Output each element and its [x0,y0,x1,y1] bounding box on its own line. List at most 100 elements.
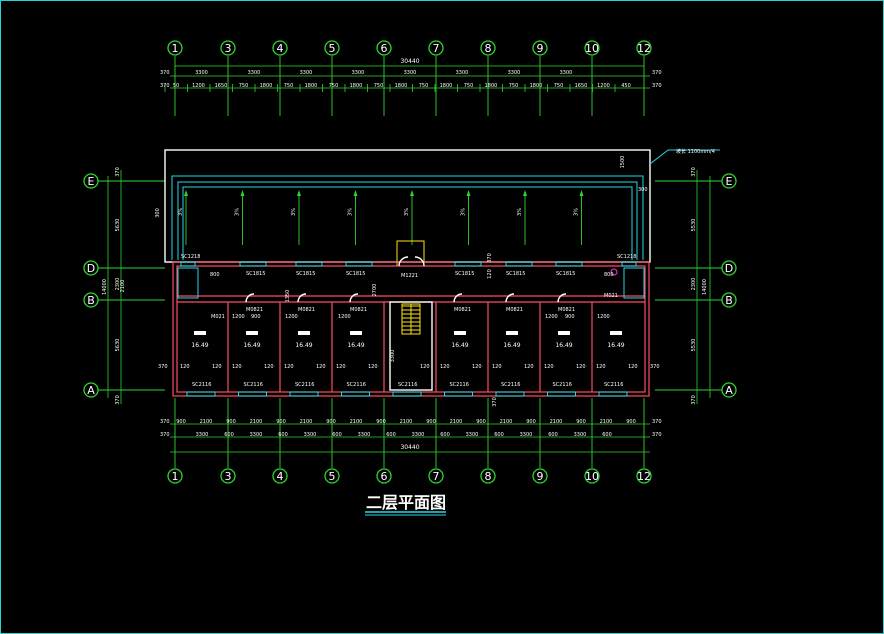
room-area: 16.49 [451,342,468,349]
label-window-top: SC1815 [296,271,315,277]
dim-top-row2: 1200 [192,83,205,89]
note-leader [649,149,669,165]
dim-top-row2: 1800 [305,83,318,89]
label-120-right: 120 [368,364,378,370]
window-bottom [341,391,370,397]
room-area: 16.49 [503,342,520,349]
label-120-right: 120 [628,364,638,370]
label-window-bottom: SC2116 [347,382,366,388]
axis-label-top-10: 10 [585,42,599,55]
dim-top-row2: 1800 [485,83,498,89]
dim-bottom-row2: 600 [386,432,396,438]
door-swing [245,293,255,303]
dim-left-seg: 5630 [115,219,121,232]
axis-label-bottom-7: 7 [433,470,440,483]
axis-label-bottom-8: 8 [485,470,492,483]
dim-bottom-row1: 2100 [450,419,463,425]
dim-bottom-row2: 600 [224,432,234,438]
dim-bottom-row1: 900 [526,419,536,425]
window-bottom [186,391,216,397]
slope-label: 3% [178,208,184,216]
dim-bottom-row2: 600 [548,432,558,438]
label-d900: 900 [251,314,261,320]
label-120-right: 120 [264,364,274,370]
window-top [295,261,323,267]
axis-bubble-top-1 [167,40,183,56]
main-door-swing-l [398,256,409,267]
dim-top-row2: 1650 [575,83,588,89]
dim-bottom-row1: 2100 [350,419,363,425]
dim-bottom-row1: 900 [276,419,286,425]
label-120-right: 120 [472,364,482,370]
label-d900: 900 [565,314,575,320]
slope-label: 3% [574,208,580,216]
drawing-title: 二层平面图 [366,493,446,512]
label-d1200: 1200 [338,314,351,320]
stair-well [389,301,433,391]
dim-left-seg: 2300 [115,278,121,291]
window-bottom [444,391,473,397]
dim-top-row2: 1800 [530,83,543,89]
axis-bubble-bottom-8 [480,468,496,484]
label-120-left: 120 [544,364,554,370]
dim-bottom-row2: 3300 [250,432,263,438]
dim-top-row2: 750 [419,83,429,89]
slope-arrowhead [410,190,414,196]
dim-left-seg: 370 [115,395,121,405]
ramp-edge-1 [171,175,644,260]
label-120-left: 120 [596,364,606,370]
label-room-door: M0821 [454,307,471,313]
axis-label-right-E: E [726,175,733,188]
dim-top-row2: 1800 [395,83,408,89]
dim-top-row2: 750 [329,83,339,89]
label-window-top: SC1815 [346,271,365,277]
slope-arrowhead [353,190,358,196]
room-area: 16.49 [607,342,624,349]
axis-bubble-bottom-5 [324,468,340,484]
dim-bottom-row1: 2100 [550,419,563,425]
label-corridor-h: 2100 [120,280,126,293]
axis-label-top-3: 3 [225,42,232,55]
dim-right-seg: 370 [691,167,697,177]
door-swing [557,293,567,303]
window-bottom [289,391,319,397]
axis-label-left-E: E [88,175,95,188]
dim-bottom-row1: 900 [476,419,486,425]
label-window-bottom: SC2116 [398,382,417,388]
axis-label-right-D: D [725,262,733,275]
room-tag [506,331,518,335]
axis-bubble-top-8 [480,40,496,56]
slope-label: 3% [461,208,467,216]
dim-bottom-row1: 900 [426,419,436,425]
label-m-r: M021 [604,293,618,299]
axis-bubble-top-9 [532,40,548,56]
label-stair-span: 2700 [372,284,378,297]
label-d1200: 1200 [545,314,558,320]
dim-left-seg: 5630 [115,339,121,352]
dim-top-side-left: 370 [160,70,170,76]
axis-label-right-A: A [725,384,733,397]
axis-label-left-B: B [87,294,95,307]
axis-label-top-9: 9 [537,42,544,55]
slope-arrowhead [579,190,584,196]
ramp-outer [164,149,651,263]
dim-bottom-row1: 900 [626,419,636,425]
axis-bubble-top-7 [428,40,444,56]
window-top [239,261,267,267]
marker-magenta [610,268,618,276]
room-tag [454,331,466,335]
label-d1200: 1200 [232,314,245,320]
label-window-top: SC1815 [506,271,525,277]
label-room-door: M0821 [246,307,263,313]
window-bottom [238,391,267,397]
dim-left-seg: 370 [115,167,121,177]
label-main-door: M1221 [401,273,418,279]
label-120-left: 120 [232,364,242,370]
dim-top-bay: 3300 [560,70,573,76]
dim-bottom-side-l1: 370 [160,419,170,425]
dim-bottom-row2: 3300 [574,432,587,438]
dim-right-seg: 5530 [691,219,697,232]
axis-label-top-4: 4 [277,42,284,55]
dim-top-bay: 3300 [456,70,469,76]
dim-top-bay: 3300 [404,70,417,76]
